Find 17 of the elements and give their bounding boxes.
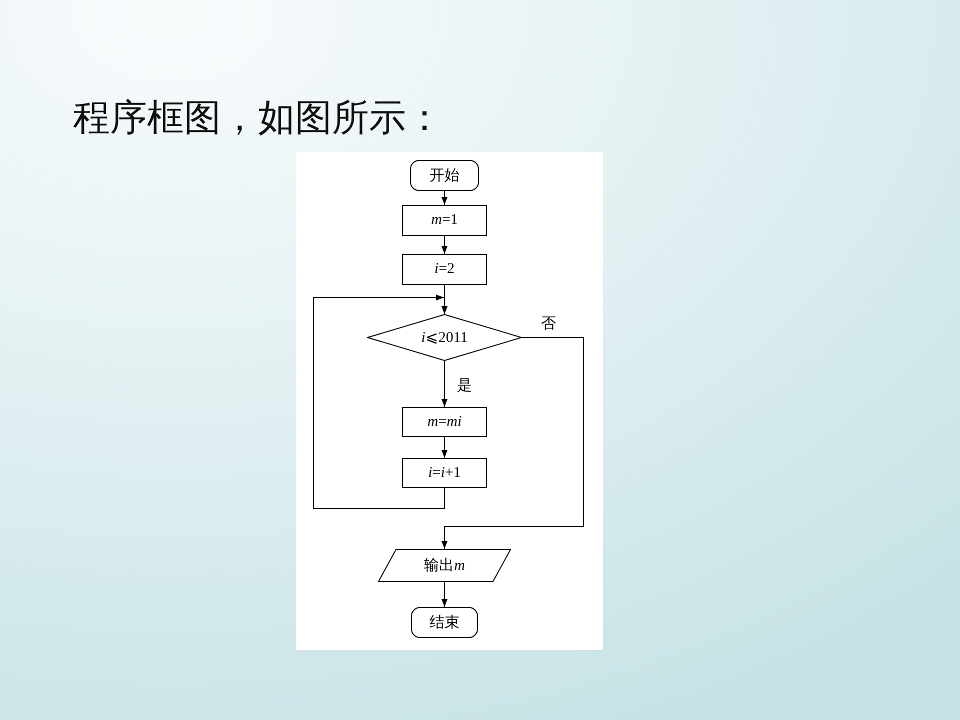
decision-diamond: i⩽2011 (367, 314, 522, 361)
arrow (442, 337, 584, 550)
title: 程序框图，如图所示： (73, 97, 443, 141)
process-box: i=2 (402, 254, 487, 285)
arrow (313, 294, 448, 509)
arrow (442, 360, 448, 408)
process-box: m=mi (402, 407, 487, 437)
terminal-box: 开始 (410, 160, 479, 191)
process-box: i=i+1 (402, 458, 487, 488)
arrow (442, 236, 448, 254)
edge-label: 否 (541, 315, 556, 333)
arrow (442, 582, 448, 608)
terminal-box: 结束 (411, 607, 478, 638)
arrow (442, 190, 448, 206)
process-box: m=1 (402, 205, 487, 236)
edge-label: 是 (457, 377, 472, 395)
arrow (442, 436, 448, 458)
